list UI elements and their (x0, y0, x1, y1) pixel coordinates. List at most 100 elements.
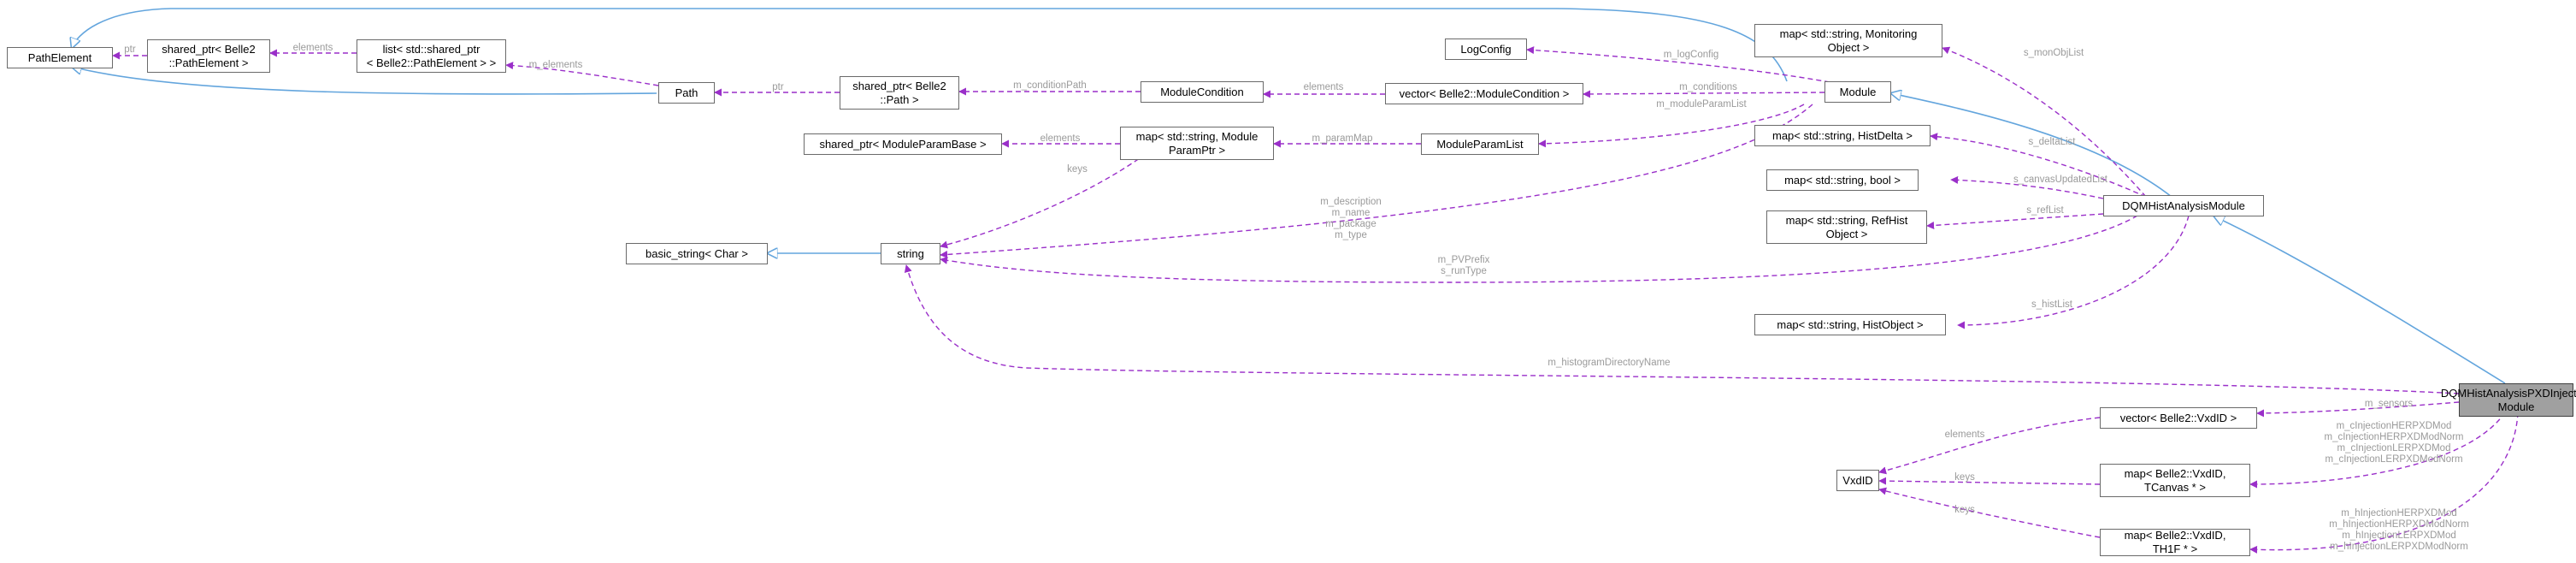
node-label-line: map< std::string, Module (1135, 129, 1259, 143)
node-label-line: map< std::string, RefHist (1785, 213, 1908, 227)
edge-label-s-canvasupdatedlist: s_canvasUpdatedList (2013, 175, 2107, 185)
node-label-line: map< Belle2::VxdID, (2124, 466, 2226, 480)
edge-label-keys: keys (1067, 164, 1088, 175)
node-label: LogConfig (1460, 42, 1512, 56)
node-map-vxdid-th1f[interactable]: map< Belle2::VxdID, TH1F * > (2100, 529, 2250, 556)
edge-label-keys: keys (1954, 472, 1975, 483)
node-vector-modulecondition[interactable]: vector< Belle2::ModuleCondition > (1385, 83, 1583, 104)
node-vector-vxdid[interactable]: vector< Belle2::VxdID > (2100, 407, 2257, 429)
node-basic-string[interactable]: basic_string< Char > (626, 243, 768, 264)
node-label-line: TCanvas * > (2144, 480, 2206, 494)
node-label: vector< Belle2::VxdID > (2119, 411, 2237, 424)
node-vxdid[interactable]: VxdID (1836, 470, 1879, 491)
edge-label-m-logconfig: m_logConfig (1663, 50, 1719, 60)
node-label: map< std::string, bool > (1784, 173, 1901, 187)
edge-module-conditions (1583, 90, 1825, 98)
edge-label-module-string-members: m_description m_name m_package m_type (1320, 197, 1382, 240)
edge-label-keys: keys (1954, 505, 1975, 515)
edge-pxd-histograms (2249, 412, 2519, 554)
node-label: ModuleCondition (1160, 85, 1244, 98)
node-path[interactable]: Path (658, 82, 715, 104)
edge-dqmhist-pvprefix (940, 215, 2138, 283)
edge-path-to-pathelement (72, 67, 657, 95)
edge-dqmhist-to-module (1891, 93, 2172, 198)
edge-map-th1f-keys (1878, 487, 2101, 538)
node-shared-ptr-pathelement[interactable]: shared_ptr< Belle2 ::PathElement > (147, 39, 270, 73)
node-module[interactable]: Module (1824, 81, 1891, 103)
edge-label-m-histogramdirectoryname: m_histogramDirectoryName (1547, 358, 1671, 368)
node-map-histdelta[interactable]: map< std::string, HistDelta > (1754, 125, 1931, 146)
node-dqmhistanalysispxdinjectionmodule[interactable]: DQMHistAnalysisPXDInjection Module (2441, 383, 2576, 417)
edge-dqmhist-deltalist (1930, 133, 2147, 198)
node-map-refhist-object[interactable]: map< std::string, RefHist Object > (1766, 210, 1927, 244)
node-shared-ptr-moduleparambase[interactable]: shared_ptr< ModuleParamBase > (804, 133, 1002, 155)
edge-dqmhist-histlist (1957, 215, 2190, 329)
edge-label-s-monobjlist: s_monObjList (2023, 48, 2084, 58)
edge-dqmhist-canvasupdatedlist (1950, 175, 2104, 199)
node-label-line: shared_ptr< Belle2 (852, 79, 946, 92)
edge-path-m-elements (505, 62, 659, 86)
node-list-shared-ptr-pathelement[interactable]: list< std::shared_ptr < Belle2::PathElem… (357, 39, 506, 73)
edge-label-ptr: ptr (124, 44, 136, 55)
node-label-line: Object > (1827, 40, 1870, 54)
edge-pxd-to-dqmhist (2214, 216, 2506, 384)
node-label-line: Module (2497, 400, 2535, 413)
node-label: Path (675, 86, 699, 99)
node-label-line: ::Path > (880, 92, 919, 106)
edge-label-s-histlist: s_histList (2031, 299, 2072, 310)
node-map-moduleparamptr[interactable]: map< std::string, Module ParamPtr > (1120, 127, 1274, 160)
node-label: PathElement (27, 50, 92, 64)
edge-label-elements: elements (1040, 133, 1081, 144)
node-pathelement[interactable]: PathElement (7, 47, 113, 68)
node-label: map< std::string, HistObject > (1777, 317, 1924, 331)
edge-label-canvas-members: m_cInjectionHERPXDMod m_cInjectionHERPXD… (2324, 421, 2464, 465)
node-map-histobject[interactable]: map< std::string, HistObject > (1754, 314, 1946, 335)
node-label: shared_ptr< ModuleParamBase > (819, 137, 987, 151)
edge-label-elements: elements (1303, 82, 1344, 92)
node-label: string (897, 246, 924, 260)
node-map-vxdid-tcanvas[interactable]: map< Belle2::VxdID, TCanvas * > (2100, 464, 2250, 497)
edge-label-s-deltalist: s_deltaList (2028, 137, 2076, 147)
node-modulecondition[interactable]: ModuleCondition (1141, 81, 1264, 103)
node-label-line: shared_ptr< Belle2 (162, 42, 256, 56)
edge-module-monobjlist (1942, 46, 2147, 198)
node-label-line: ::PathElement > (168, 56, 249, 69)
node-label-line: Object > (1825, 227, 1868, 240)
edge-module-string (940, 104, 1813, 258)
edge-moduleparamptr-keys (940, 153, 1147, 249)
edge-module-logconfig (1526, 46, 1830, 83)
node-map-bool[interactable]: map< std::string, bool > (1766, 169, 1919, 191)
node-label: VxdID (1842, 473, 1873, 487)
node-dqmhistanalysismodule[interactable]: DQMHistAnalysisModule (2103, 195, 2264, 216)
edge-dqmhist-reflist (1926, 213, 2104, 229)
edge-label-elements: elements (1944, 430, 1985, 440)
node-label: Module (1839, 85, 1877, 98)
edge-vector-vxdid-elements (1878, 417, 2101, 475)
node-label: ModuleParamList (1436, 137, 1524, 151)
edge-label-m-sensors: m_sensors (2364, 399, 2414, 409)
node-label-line: TH1F * > (2152, 542, 2198, 555)
edge-label-m-parammap: m_paramMap (1312, 133, 1373, 144)
edge-pxd-histogramdirectory (904, 264, 2460, 394)
node-label-line: ParamPtr > (1168, 143, 1226, 157)
node-label: map< std::string, HistDelta > (1771, 128, 1913, 142)
node-label-line: < Belle2::PathElement > > (366, 56, 497, 69)
node-label-line: DQMHistAnalysisPXDInjection (2440, 386, 2576, 400)
edge-label-hist-members: m_hInjectionHERPXDMod m_hInjectionHERPXD… (2329, 508, 2469, 552)
node-label: vector< Belle2::ModuleCondition > (1399, 86, 1570, 100)
node-label-line: list< std::shared_ptr (382, 42, 480, 56)
edge-label-m-conditions: m_conditions (1679, 82, 1737, 92)
node-shared-ptr-path[interactable]: shared_ptr< Belle2 ::Path > (840, 76, 959, 110)
node-string[interactable]: string (881, 243, 940, 264)
node-map-monitoring-object[interactable]: map< std::string, Monitoring Object > (1754, 24, 1942, 57)
node-moduleparamlist[interactable]: ModuleParamList (1421, 133, 1539, 155)
edge-pxd-sensors (2256, 401, 2460, 418)
node-label: basic_string< Char > (645, 246, 748, 260)
node-logconfig[interactable]: LogConfig (1445, 39, 1527, 60)
edge-map-tcanvas-keys (1878, 477, 2101, 485)
node-label-line: map< std::string, Monitoring (1779, 27, 1918, 40)
edge-label-m-moduleparamlist: m_moduleParamList (1656, 99, 1747, 110)
edge-label-s-reflist: s_refList (2026, 205, 2064, 216)
edge-label-m-elements: m_elements (528, 60, 583, 70)
